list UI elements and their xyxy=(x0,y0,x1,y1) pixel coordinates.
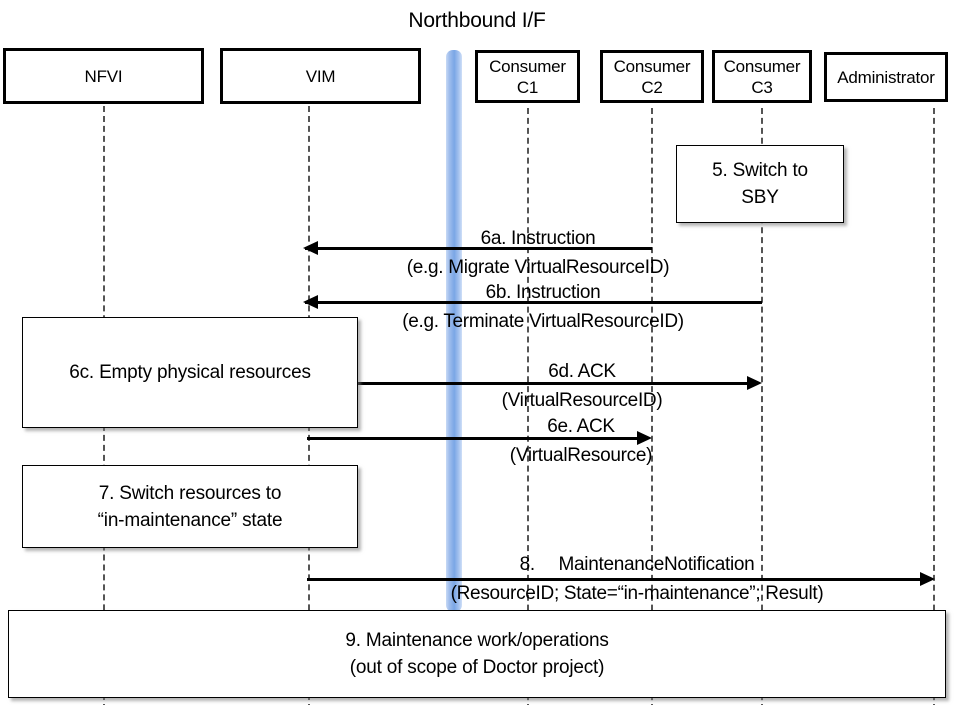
lifeline-c2 xyxy=(651,108,653,705)
message-line-6e xyxy=(307,437,637,440)
message-label-8: 8. MaintenanceNotification (ResourceID; … xyxy=(450,554,824,604)
actor-box-vim[interactable]: VIM xyxy=(220,48,421,104)
actor-box-consumer-c1[interactable]: Consumer C1 xyxy=(475,50,580,103)
actor-label-vim: VIM xyxy=(305,66,336,86)
actor-box-nfvi[interactable]: NFVI xyxy=(3,48,204,104)
page-title: Northbound I/F xyxy=(408,9,546,32)
actor-label-administrator: Administrator xyxy=(837,67,935,87)
note-switch-resources-in-maintenance-label: 7. Switch resources to “in-maintenance” … xyxy=(97,482,283,531)
note-switch-to-sby-label: 5. Switch to SBY xyxy=(712,160,808,208)
lifeline-administrator xyxy=(933,108,935,705)
arrow-head-6a xyxy=(303,241,318,255)
arrow-head-6d xyxy=(747,376,762,390)
actor-box-consumer-c2[interactable]: Consumer C2 xyxy=(600,50,704,103)
lifeline-c3 xyxy=(761,108,763,705)
actor-label-consumer-c2: Consumer C2 xyxy=(613,56,691,97)
message-label-6d: 6d. ACK (VirtualResourceID) xyxy=(501,361,663,411)
message-line-8 xyxy=(307,578,922,581)
arrow-head-6b xyxy=(303,295,318,309)
actor-label-nfvi: NFVI xyxy=(84,66,123,86)
lifeline-c1 xyxy=(527,108,529,705)
note-empty-physical-resources-label: 6c. Empty physical resources xyxy=(69,362,311,383)
message-line-6d xyxy=(357,382,747,385)
note-maintenance-work-operations[interactable]: 9. Maintenance work/operations (out of s… xyxy=(8,610,946,698)
message-label-6e: 6e. ACK (VirtualResource) xyxy=(509,416,653,466)
arrow-head-8 xyxy=(920,572,935,586)
message-line-6a xyxy=(305,247,652,250)
actor-box-consumer-c3[interactable]: Consumer C3 xyxy=(712,50,812,103)
message-label-6a: 6a. Instruction (e.g. Migrate VirtualRes… xyxy=(406,228,670,278)
note-switch-resources-in-maintenance[interactable]: 7. Switch resources to “in-maintenance” … xyxy=(22,465,358,548)
message-line-6b xyxy=(305,301,762,304)
actor-box-administrator[interactable]: Administrator xyxy=(824,52,948,102)
message-label-6b: 6b. Instruction (e.g. Terminate VirtualR… xyxy=(402,282,684,332)
note-switch-to-sby[interactable]: 5. Switch to SBY xyxy=(676,145,844,223)
arrow-head-6e xyxy=(637,431,652,445)
note-maintenance-work-operations-label: 9. Maintenance work/operations (out of s… xyxy=(345,630,609,678)
northbound-interface-bar xyxy=(446,50,462,612)
actor-label-consumer-c3: Consumer C3 xyxy=(723,56,801,97)
actor-label-consumer-c1: Consumer C1 xyxy=(489,56,566,97)
note-empty-physical-resources[interactable]: 6c. Empty physical resources xyxy=(22,317,358,428)
